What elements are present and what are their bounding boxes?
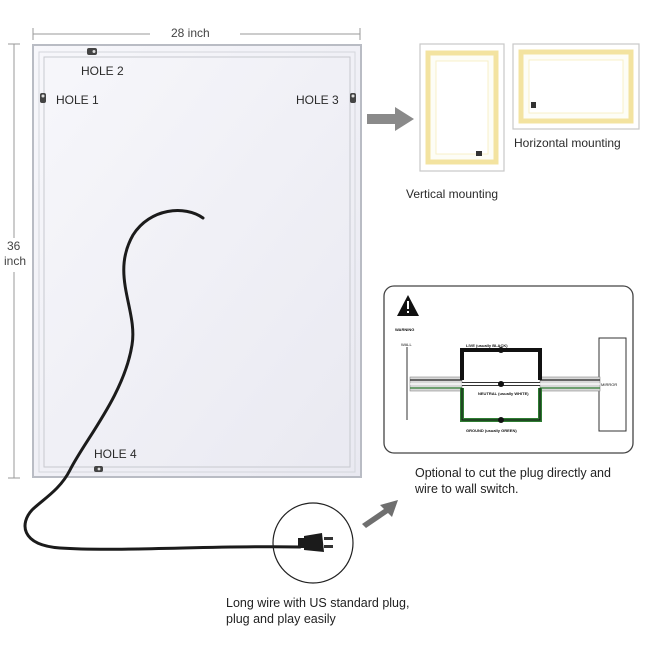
mirror-label: MIRROR xyxy=(601,382,618,387)
hole-2-label: HOLE 2 xyxy=(81,64,124,78)
switch-note-line2: wire to wall switch. xyxy=(415,482,519,496)
wire-connector xyxy=(498,381,504,387)
hole-4-label: HOLE 4 xyxy=(94,447,137,461)
plug-note-line1: Long wire with US standard plug, xyxy=(226,596,410,610)
power-cord xyxy=(23,209,302,551)
hole-3-label: HOLE 3 xyxy=(296,93,339,107)
vertical-mounting-thumbnail xyxy=(419,43,505,172)
horizontal-mounting-label: Horizontal mounting xyxy=(514,136,621,150)
vertical-mounting-label: Vertical mounting xyxy=(406,187,499,201)
neutral-wire-label: NEUTRAL (usually WHITE) xyxy=(478,391,529,396)
arrow-right-icon xyxy=(367,107,414,131)
warning-icon xyxy=(397,295,419,316)
screw-hole-icon xyxy=(350,93,356,103)
screw-hole-icon xyxy=(40,93,46,103)
width-dimension-line xyxy=(32,28,361,40)
warning-label: WARNING xyxy=(395,327,415,332)
hole-1-label: HOLE 1 xyxy=(56,93,99,107)
wire-connector xyxy=(498,417,504,423)
plug-callout-circle xyxy=(272,502,354,584)
switch-note-line1: Optional to cut the plug directly and xyxy=(415,466,611,480)
height-dimension-line xyxy=(8,43,20,479)
live-wire-label: LIVE (usually BLACK) xyxy=(466,343,508,348)
us-plug-icon xyxy=(298,533,333,552)
ground-wire-label: GROUND (usually GREEN) xyxy=(466,428,517,433)
horizontal-mounting-thumbnail xyxy=(512,43,640,130)
plug-note-line2: plug and play easily xyxy=(226,612,336,626)
arrow-right-icon xyxy=(362,500,398,528)
height-dimension-value: 36 xyxy=(7,239,21,253)
wire-connector xyxy=(498,347,504,353)
wall-label: WALL xyxy=(401,342,412,347)
mirror-terminal-box xyxy=(598,337,627,432)
screw-hole-icon xyxy=(94,466,103,472)
mirror-back-panel xyxy=(32,44,362,478)
height-dimension-unit: inch xyxy=(4,254,27,268)
width-dimension-label: 28 inch xyxy=(171,26,210,40)
screw-hole-icon xyxy=(87,48,97,55)
wiring-diagram-box xyxy=(383,285,634,454)
